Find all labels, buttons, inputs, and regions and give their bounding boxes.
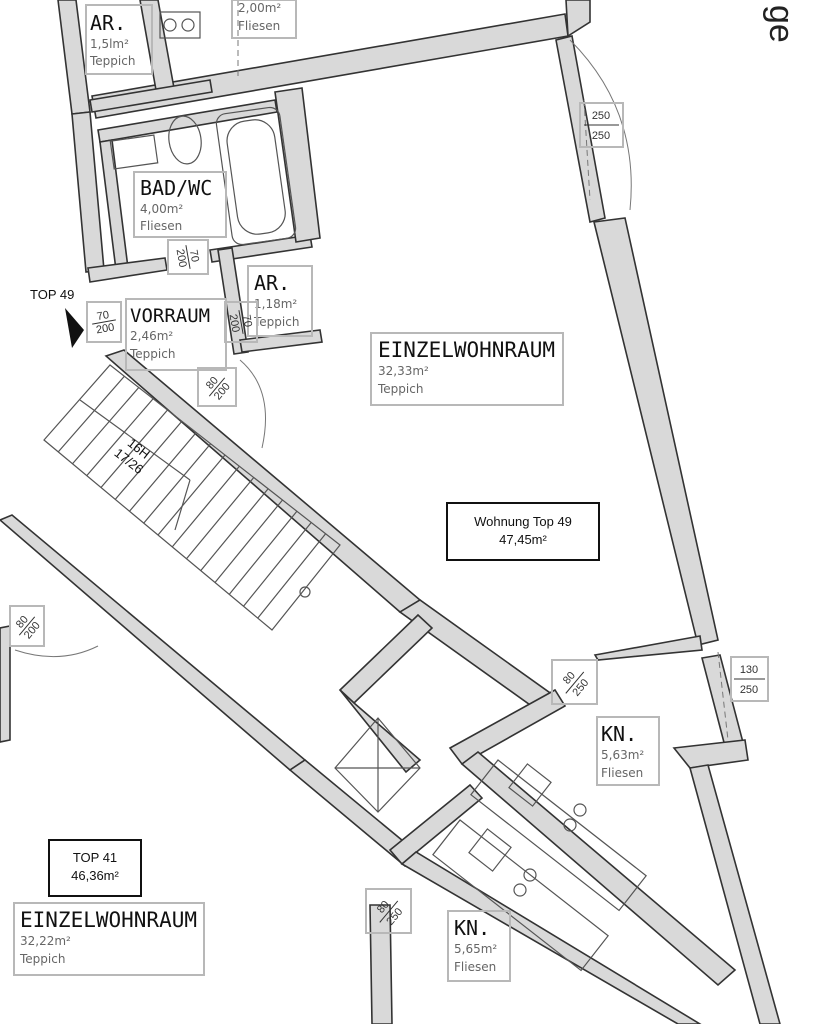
info-box-title: Wohnung Top 49	[474, 514, 572, 529]
dimension-top: 250	[592, 110, 610, 122]
room-name: AR.	[90, 11, 126, 35]
room-label-kn-top49: KN. 5,63m² Fliesen	[596, 716, 660, 786]
room-floor: Teppich	[253, 315, 299, 329]
room-area: 4,00m²	[140, 202, 183, 216]
room-label-top-compartment: 2,00m² Fliesen	[231, 0, 297, 39]
info-box-top49: Wohnung Top 49 47,45m²	[446, 502, 600, 561]
stair-tread	[129, 432, 197, 512]
room-label-vorraum: VORRAUM 2,46m² Teppich	[125, 298, 227, 371]
info-box-area: 46,36m²	[71, 868, 119, 883]
dimension-door-ar: 70 200	[224, 301, 258, 343]
room-name: AR.	[254, 271, 290, 295]
stair-tread	[228, 510, 298, 595]
dimension-window-top-right: 250 250	[579, 102, 624, 148]
room-area: 1,5lm²	[90, 37, 129, 51]
stair-tread	[186, 477, 255, 560]
info-box-area: 47,45m²	[499, 532, 547, 547]
room-area: 2,00m²	[238, 1, 281, 15]
room-floor: Teppich	[377, 382, 423, 396]
room-name: VORRAUM	[130, 305, 210, 327]
room-name: KN.	[454, 916, 490, 940]
stair-tread	[257, 533, 327, 619]
room-label-ar-top: AR. 1,5lm² Teppich	[85, 4, 153, 75]
room-name: EINZELWOHNRAUM	[20, 908, 197, 932]
room-name: KN.	[601, 722, 637, 746]
room-floor: Teppich	[19, 952, 65, 966]
room-floor: Teppich	[129, 347, 175, 361]
stair-tread	[200, 488, 269, 572]
room-floor: Fliesen	[454, 960, 496, 974]
elevator-shaft	[334, 717, 421, 813]
dimension-window-kitchen: 130 250	[730, 656, 769, 702]
dimension-top: 70	[187, 249, 201, 263]
stair-tread	[243, 522, 312, 607]
dimension-door-top41: 80 200	[9, 605, 45, 647]
dimension-bottom: 250	[592, 130, 610, 142]
room-label-kn-top41: KN. 5,65m² Fliesen	[447, 910, 511, 982]
stair-tread	[171, 465, 240, 548]
stair-tread	[157, 454, 226, 536]
room-floor: Fliesen	[140, 219, 182, 233]
room-area: 5,65m²	[454, 942, 497, 956]
street-name-fragment: ge	[762, 5, 800, 43]
room-label-bad-wc: BAD/WC 4,00m² Fliesen	[133, 171, 227, 238]
stair-tread	[86, 398, 154, 477]
room-area: 32,33m²	[378, 364, 429, 378]
info-box-top41: TOP 41 46,36m²	[48, 839, 142, 897]
dimension-bottom: 200	[95, 321, 115, 336]
room-area: 1,18m²	[254, 297, 297, 311]
stair-tread	[143, 443, 212, 524]
room-area: 32,22m²	[20, 934, 71, 948]
walls	[0, 0, 781, 1024]
entrance-arrow-icon	[65, 308, 84, 348]
dimension-top: 70	[240, 314, 254, 328]
room-name: EINZELWOHNRAUM	[378, 338, 555, 362]
room-area: 2,46m²	[130, 329, 173, 343]
door-swings	[14, 0, 729, 741]
dimension-bottom: 250	[740, 684, 758, 696]
dimension-door-stairwell: 80 200	[197, 367, 237, 407]
stair-tread	[72, 387, 140, 465]
stair-tread	[57, 375, 125, 453]
fixtures	[109, 11, 647, 972]
dimension-top: 130	[740, 664, 758, 676]
room-label-einzelwohnraum-top49: EINZELWOHNRAUM 32,33m² Teppich	[370, 332, 564, 406]
room-label-ar-middle: AR. 1,18m² Teppich	[247, 265, 313, 337]
top-marker: TOP 49	[30, 287, 74, 302]
room-name: BAD/WC	[140, 176, 212, 200]
room-area: 5,63m²	[601, 748, 644, 762]
dimension-bottom: 200	[174, 248, 189, 268]
room-floor: Fliesen	[238, 19, 280, 33]
stair-tread	[214, 499, 283, 583]
room-label-einzelwohnraum-top41: EINZELWOHNRAUM 32,22m² Teppich	[13, 902, 205, 976]
info-box-title: TOP 41	[73, 850, 117, 865]
stair-tread	[114, 420, 183, 500]
dimension-door-entrance: 70 200	[86, 301, 122, 343]
dimension-bottom: 200	[227, 313, 242, 333]
dimension-door-bad: 70 200	[167, 239, 209, 275]
room-floor: Teppich	[89, 54, 135, 68]
dimension-top: 70	[96, 309, 110, 323]
room-floor: Fliesen	[601, 766, 643, 780]
stair-tread	[100, 409, 168, 488]
